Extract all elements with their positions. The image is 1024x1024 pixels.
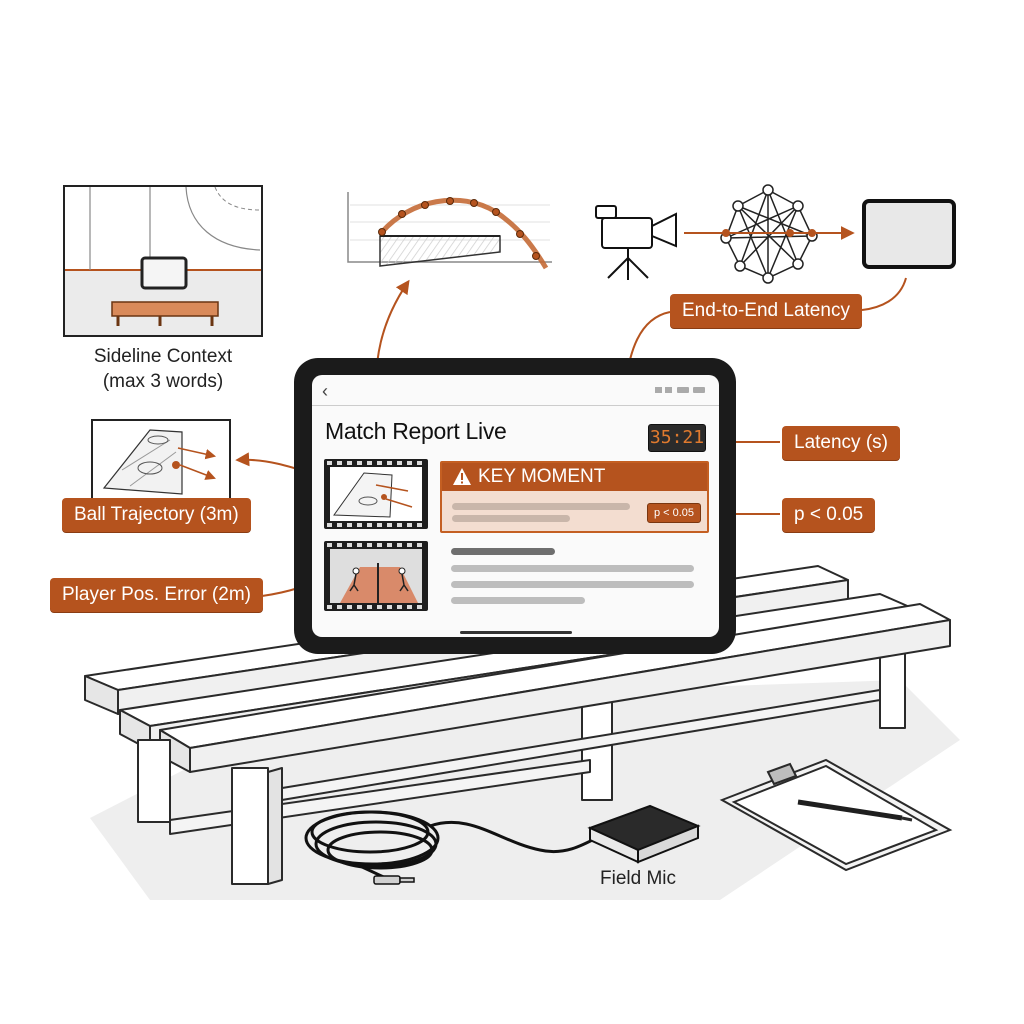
warning-icon	[453, 468, 471, 485]
text-placeholder-line	[452, 515, 570, 522]
sideline-context-diagram	[63, 185, 263, 337]
chevron-left-icon[interactable]: ‹	[322, 381, 328, 401]
key-moment-card[interactable]: KEY MOMENT p < 0.05	[440, 461, 709, 533]
court-trajectory-diagram	[91, 419, 231, 513]
sideline-context-caption-line2: (max 3 words)	[102, 371, 224, 392]
video-thumbnail-trajectory[interactable]	[324, 459, 428, 529]
players-thumbnail-image	[330, 549, 422, 603]
cable-coil	[304, 810, 601, 882]
sideline-context-caption-line1: Sideline Context	[93, 346, 233, 367]
video-thumbnail-player-positions[interactable]	[324, 541, 428, 611]
detail-heading-placeholder	[451, 548, 555, 555]
key-moment-header: KEY MOMENT	[442, 463, 707, 491]
court-thumbnail-image	[333, 472, 413, 518]
top-bar-divider	[312, 405, 719, 406]
detail-text-placeholder	[451, 581, 694, 588]
latency-timer: 35:21	[648, 424, 706, 452]
home-indicator[interactable]	[460, 631, 572, 634]
audio-plug	[373, 875, 415, 885]
callout-player-pos-error: Player Pos. Error (2m)	[50, 578, 263, 612]
clipboard	[719, 758, 953, 872]
p-value-badge: p < 0.05	[647, 503, 701, 523]
video-camera-icon	[595, 205, 677, 280]
callout-end-to-end-latency: End-to-End Latency	[670, 294, 862, 328]
sideline-context-caption: Sideline Context (max 3 words)	[78, 344, 248, 394]
key-moment-title: KEY MOMENT	[478, 466, 606, 487]
trajectory-net-diagram	[347, 192, 552, 270]
field-mic-device	[587, 804, 701, 864]
detail-text-placeholder	[451, 597, 585, 604]
field-mic-caption: Field Mic	[600, 868, 677, 889]
callout-latency: Latency (s)	[782, 426, 900, 460]
callout-ball-trajectory: Ball Trajectory (3m)	[62, 498, 251, 532]
pipeline-flow-arrow	[684, 226, 855, 240]
tablet-screen: ‹ Match Report Live 35:21	[312, 375, 719, 637]
callout-p-value: p < 0.05	[782, 498, 876, 532]
display-monitor-icon	[862, 199, 956, 269]
text-placeholder-line	[452, 503, 630, 510]
page-title: Match Report Live	[325, 418, 507, 444]
detail-text-placeholder	[451, 565, 694, 572]
status-bar-icons	[655, 387, 705, 393]
